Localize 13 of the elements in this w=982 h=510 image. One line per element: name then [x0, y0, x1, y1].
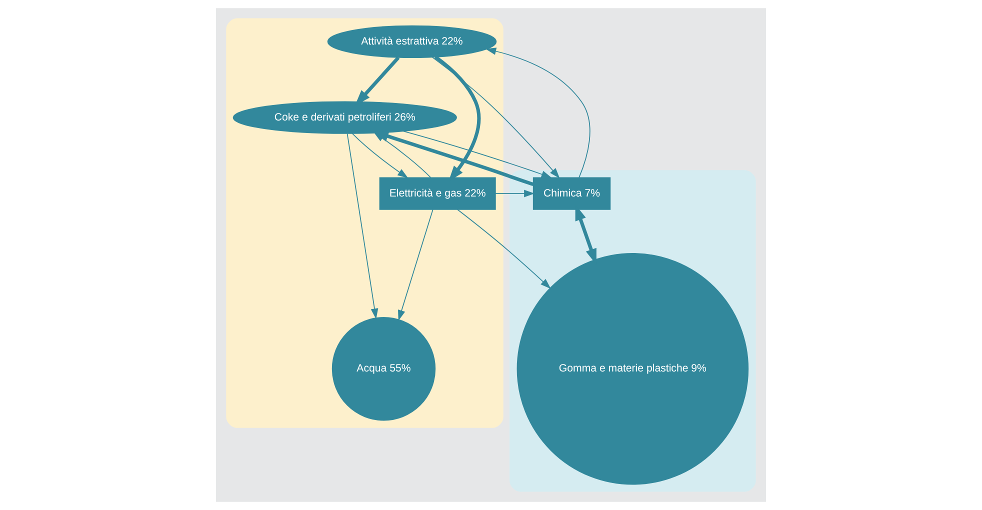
arrow	[398, 209, 434, 321]
node-box: Elettricità e gas 22%	[379, 177, 496, 210]
node-circle: Acqua 55%	[332, 317, 436, 421]
node-ellipse: Coke e derivati petroliferi 26%	[232, 101, 457, 134]
arrow	[402, 130, 552, 178]
arrow	[346, 133, 378, 320]
node-box: Chimica 7%	[532, 177, 611, 210]
arrow	[432, 56, 560, 178]
arrow	[457, 209, 551, 289]
cluster	[226, 18, 504, 428]
arrow	[485, 48, 590, 178]
node-circle: Gomma e materie plastiche 9%	[516, 252, 749, 485]
arrow	[495, 190, 535, 198]
